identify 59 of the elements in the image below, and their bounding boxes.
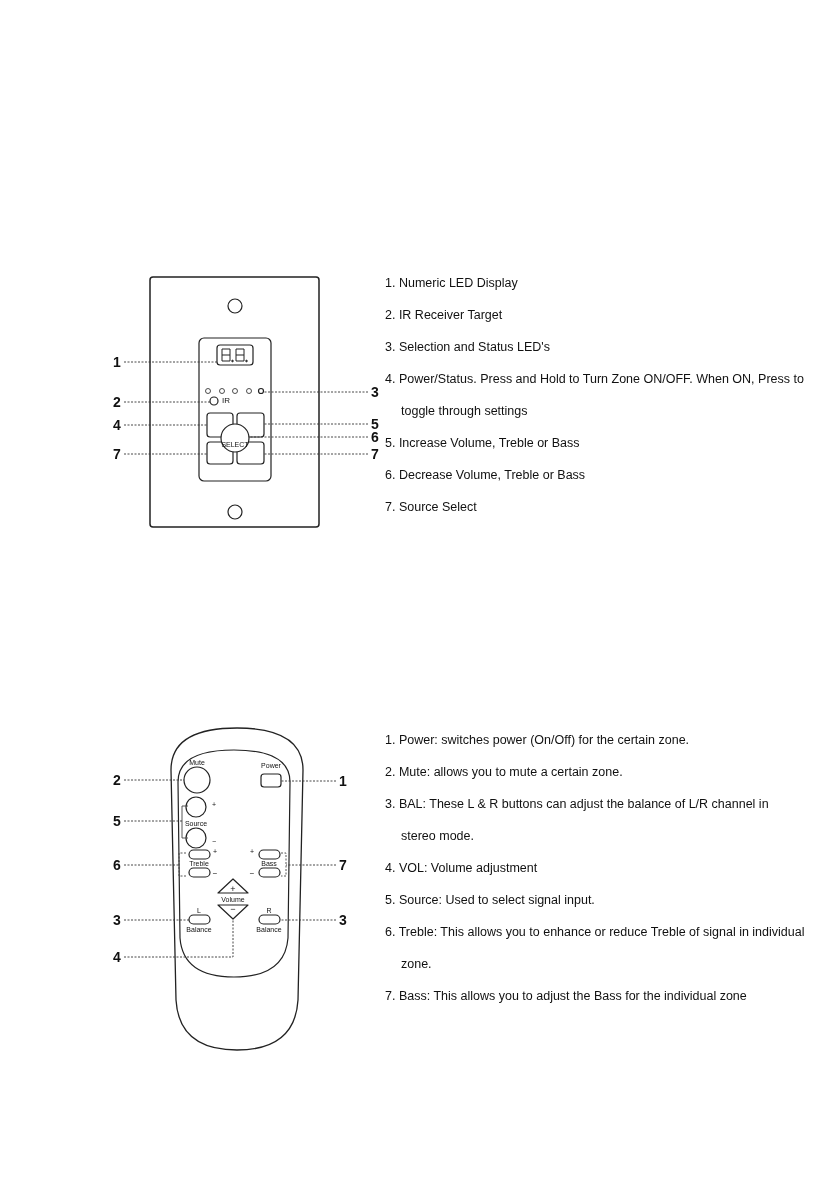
button-symbol: − [230, 904, 236, 914]
list-item: 1. Power: switches power (On/Off) for the certain zone. [385, 732, 691, 749]
list-item: 3. Selection and Status LED's [385, 339, 551, 356]
callout-number: 3 [369, 384, 381, 400]
leader-line [123, 424, 208, 426]
mute-button [183, 766, 211, 794]
list-item: 5. Increase Volume, Treble or Bass [385, 435, 581, 452]
leader-line [123, 453, 208, 455]
callout-number: 1 [111, 354, 123, 370]
volume-down-button [217, 904, 249, 920]
leader-line [123, 820, 183, 822]
button-label: − [212, 870, 218, 878]
list-item: 6. Treble: This allows you to enhance or reduce Treble of signal in individual zone. [385, 924, 806, 973]
list-item: 4. VOL: Volume adjustment [385, 860, 539, 877]
leader-line [123, 361, 218, 363]
leader-line [263, 453, 369, 455]
callout-number: 4 [111, 417, 123, 433]
leader-line [123, 401, 211, 403]
callout-number: 7 [111, 446, 123, 462]
callout-number: 5 [111, 813, 123, 829]
callout-number: 3 [337, 912, 349, 928]
leader-line [263, 423, 369, 425]
list-item: 7. Source Select [385, 499, 478, 516]
balance-button [188, 914, 211, 925]
callout-number: 5 [369, 416, 381, 432]
leader-line [280, 780, 337, 782]
volume-up-button [217, 878, 249, 894]
leader-line [123, 919, 190, 921]
leader-line [248, 436, 369, 438]
callout-number: 4 [111, 949, 123, 965]
button-label: IR [222, 397, 230, 405]
list-item: 6. Decrease Volume, Treble or Bass [385, 467, 587, 484]
callout-number: 6 [369, 429, 381, 445]
callout-number: 2 [111, 394, 123, 410]
bracket [178, 852, 187, 877]
ir-receiver [209, 396, 219, 406]
list-item: 3. BAL: These L & R buttons can adjust the balance of L/R channel in stereo mode. [385, 796, 770, 845]
list-item: 5. Source: Used to select signal input. [385, 892, 596, 909]
callout-number: 7 [369, 446, 381, 462]
button-label: − [249, 870, 255, 878]
list-item: 4. Power/Status. Press and Hold to Turn Zone ON/OFF. When ON, Press to toggle through settings [385, 371, 805, 420]
callout-number: 7 [337, 857, 349, 873]
leader-line [123, 779, 185, 781]
balance-button [258, 914, 281, 925]
callout-number: 3 [111, 912, 123, 928]
callout-number: 6 [111, 857, 123, 873]
leader-line [123, 918, 234, 958]
callout-number: 1 [337, 773, 349, 789]
led-indicator [257, 387, 265, 395]
callout-number: 2 [111, 772, 123, 788]
leader-line [263, 391, 369, 393]
button-symbol: + [230, 884, 236, 894]
list-item: 2. IR Receiver Target [385, 307, 504, 324]
power-button [260, 773, 282, 788]
leader-line [279, 919, 337, 921]
list-item: 1. Numeric LED Display [385, 275, 519, 292]
list-item: 7. Bass: This allows you to adjust the Bass for the individual zone [385, 988, 748, 1005]
bracket [280, 852, 287, 877]
list-item: 2. Mute: allows you to mute a certain zone. [385, 764, 624, 781]
